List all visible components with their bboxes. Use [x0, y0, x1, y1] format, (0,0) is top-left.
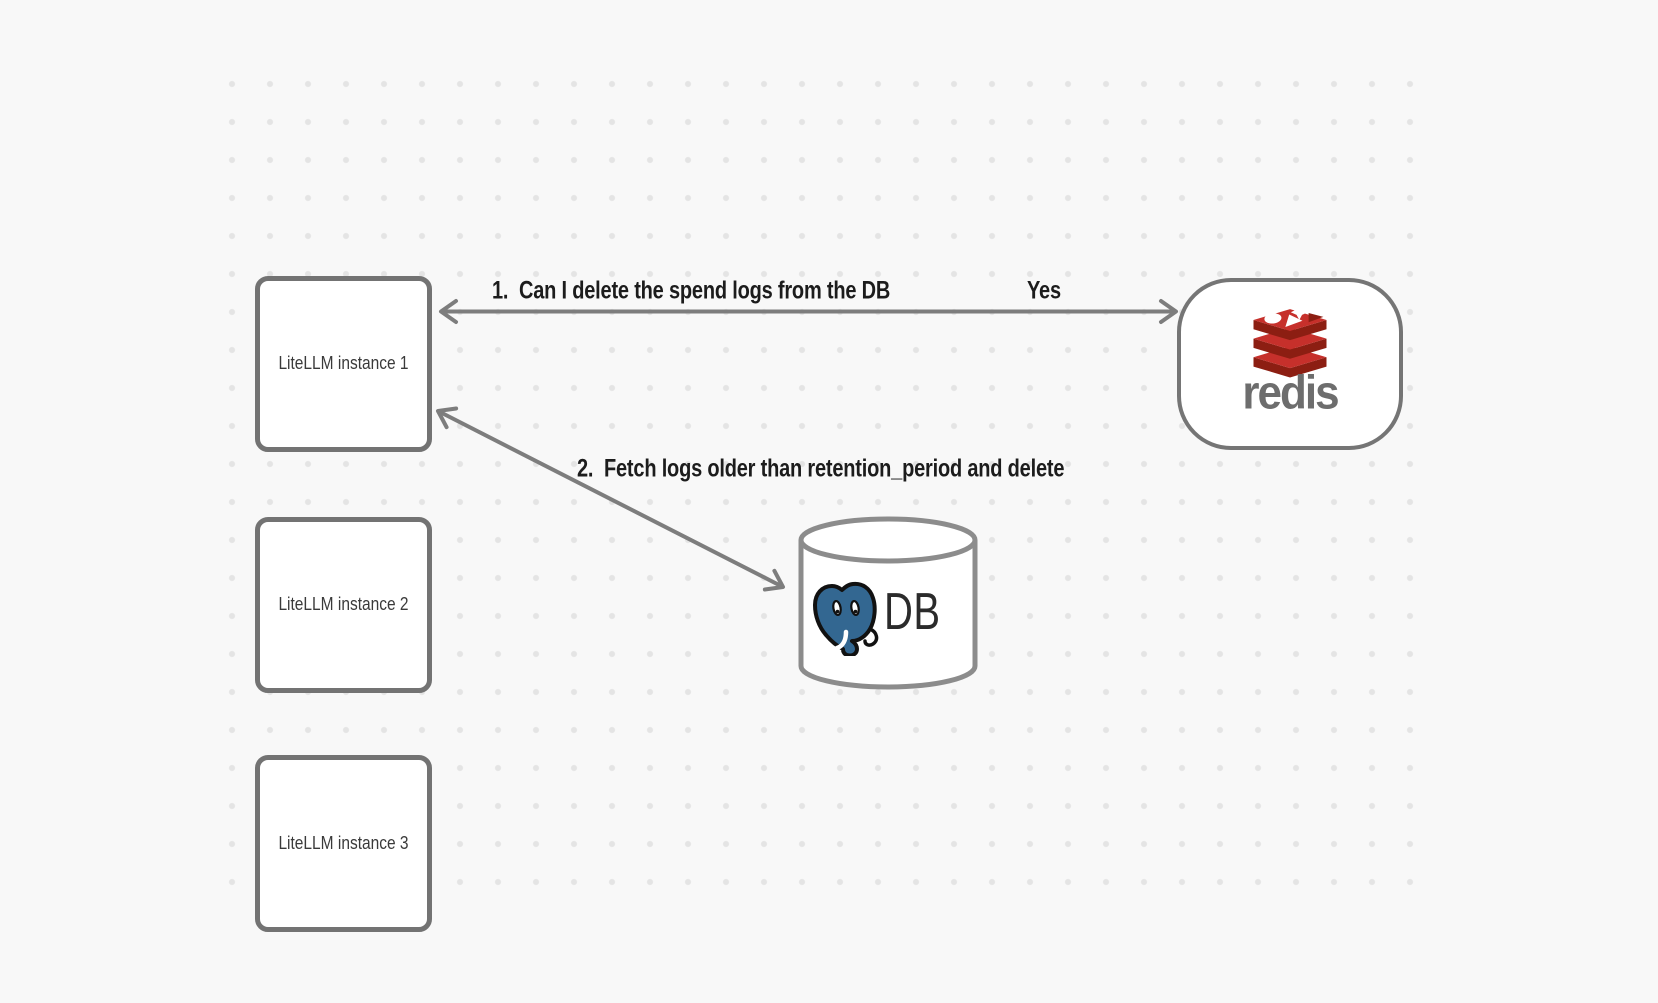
litellm-instance-1-node: LiteLLM instance 1 — [255, 276, 432, 452]
litellm-instance-3-node: LiteLLM instance 3 — [255, 755, 432, 932]
redis-node: redis — [1177, 278, 1403, 450]
arrow-instance1-db — [436, 406, 785, 592]
litellm-instance-3-label: LiteLLM instance 3 — [278, 832, 409, 854]
postgresql-elephant-icon — [810, 580, 882, 656]
litellm-instance-2-label: LiteLLM instance 2 — [278, 594, 409, 615]
database-node: DB — [794, 514, 982, 696]
redis-logo-icon — [1253, 306, 1327, 378]
arrow-2-label: 2. Fetch logs older than retention_perio… — [577, 455, 1065, 483]
arrow-1-label: 1. Can I delete the spend logs from the … — [492, 277, 891, 305]
litellm-instance-1-label: LiteLLM instance 1 — [278, 353, 409, 374]
db-label: DB — [884, 583, 941, 641]
litellm-instance-2-node: LiteLLM instance 2 — [255, 517, 432, 693]
arrow-1-response-label: Yes — [1027, 277, 1061, 305]
redis-wordmark: redis — [1242, 366, 1339, 420]
